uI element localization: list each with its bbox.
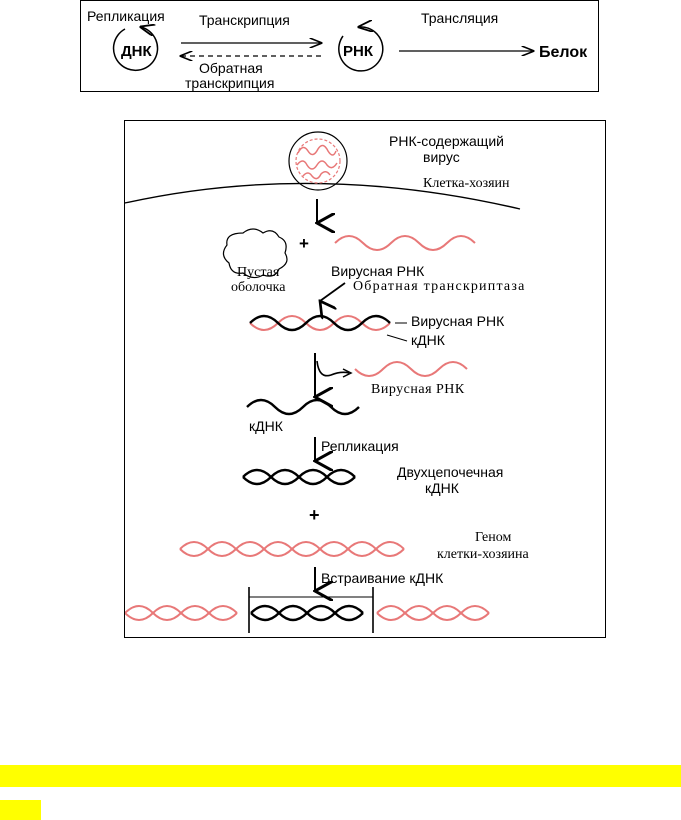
rna-label: РНК xyxy=(343,43,374,60)
central-dogma-diagram: Репликация ДНК Транскрипция Обратная тра… xyxy=(87,8,588,91)
empty-capsid-label-2: оболочка xyxy=(231,280,286,295)
integrated-host-dna-right-b xyxy=(376,605,490,621)
hybrid-cdna-strand xyxy=(249,314,391,332)
reverse-transcriptase-label: Обратная транскриптаза xyxy=(353,279,526,294)
retrovirus-diagram: РНК-содержащий вирус Клетка-хозяин + Пус… xyxy=(125,131,529,633)
ds-cdna-strand-b xyxy=(242,468,356,486)
dna-replication-loop xyxy=(112,27,159,72)
highlight-bar xyxy=(0,765,681,787)
integrated-cdna-b xyxy=(250,604,364,622)
central-dogma-panel: Репликация ДНК Транскрипция Обратная тра… xyxy=(80,0,599,92)
empty-capsid xyxy=(222,228,288,279)
reverse-transcription-label-2: транскрипция xyxy=(185,75,274,91)
translation-label: Трансляция xyxy=(421,10,498,26)
ds-cdna-label-2: кДНК xyxy=(425,480,460,496)
cdna-label-1: кДНК xyxy=(411,332,446,348)
viral-rna-strand-1 xyxy=(334,235,476,251)
host-genome-label-1: Геном xyxy=(475,530,511,545)
retrovirus-panel: РНК-содержащий вирус Клетка-хозяин + Пус… xyxy=(124,120,606,638)
rna-virus-label-2: вирус xyxy=(423,149,460,165)
hybrid-rna-strand xyxy=(249,315,391,331)
replication-step-label: Репликация xyxy=(321,438,399,454)
virus-particle xyxy=(288,131,348,191)
dna-label: ДНК xyxy=(121,43,153,60)
highlight-block xyxy=(0,800,41,820)
cdna-strand xyxy=(246,398,360,416)
plus-sign-2: + xyxy=(309,505,320,525)
reverse-transcriptase-arrow xyxy=(320,282,346,301)
reverse-transcription-label-1: Обратная xyxy=(199,60,263,76)
protein-label: Белок xyxy=(539,44,588,61)
rna-self-loop xyxy=(338,27,384,72)
ds-cdna-label-1: Двухцепочечная xyxy=(397,464,503,480)
replication-label: Репликация xyxy=(87,8,165,24)
host-cell-label: Клетка-хозяин xyxy=(423,176,510,191)
integration-label: Встраивание кДНК xyxy=(321,570,444,586)
plus-sign-1: + xyxy=(299,234,309,253)
viral-rna-label-3: Вирусная РНК xyxy=(371,382,465,397)
empty-capsid-label-1: Пустая xyxy=(237,265,280,280)
viral-rna-label-2: Вирусная РНК xyxy=(411,313,505,329)
viral-rna-label-1: Вирусная РНК xyxy=(331,263,425,279)
transcription-label: Транскрипция xyxy=(199,12,290,28)
host-cell-membrane xyxy=(125,182,521,210)
integrated-host-dna-left-b xyxy=(125,605,238,621)
viral-rna-strand-released xyxy=(354,361,468,377)
rna-virus-label-1: РНК-содержащий xyxy=(389,133,504,149)
host-genome-label-2: клетки-хозяина xyxy=(437,547,529,562)
release-rna-arrow xyxy=(316,360,350,377)
cdna-label-2: кДНК xyxy=(249,418,284,434)
host-genome-strand-b xyxy=(179,541,405,557)
